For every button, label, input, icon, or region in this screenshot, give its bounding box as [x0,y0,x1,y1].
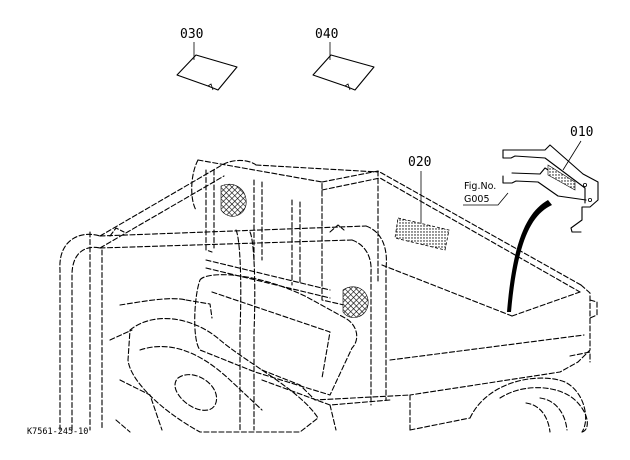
bracket-010-label-area [547,164,576,191]
bed-side-top [389,334,585,361]
cab-guard [197,159,369,318]
bed-front-inner-rim [321,177,581,293]
fig-ref-line2: G005 [464,194,490,205]
guard-left-post [205,169,213,253]
drawing-code: K7561-245-10 [27,427,88,437]
label-sheet-040 [312,54,375,91]
bracket-010-outline [502,144,599,233]
guard-mesh-panel-right [342,286,369,318]
part-040: 040 [312,27,375,91]
bed-floor-rear [511,291,581,317]
fig-ref-leader [463,192,509,206]
label-sheet-030 [176,54,238,91]
rops-rear-top-link [255,164,379,173]
bed-front-top-rim [321,170,582,286]
part-number-030: 030 [180,27,203,42]
cargo-bed [321,170,598,433]
rops-cross-tube [99,225,367,237]
body-front-corner [115,419,131,433]
part-030: 030 [176,27,238,91]
seat-area [109,274,411,433]
bed-floor-line [381,264,513,317]
rops-clamp-rear [329,224,345,233]
guard-bottom-bar-2 [205,267,331,299]
seat-cushion [127,318,319,433]
bracket-hole-icon [588,197,593,202]
rops-cross-tube-inner [99,239,353,249]
decal-020 [394,217,450,251]
rops-front-left-post [59,233,101,431]
seat-back [194,274,358,396]
body-side-lower [329,404,337,431]
bracket-010-top-arm [502,149,586,204]
rear-tire-tread [539,397,568,431]
bed-tailgate [409,284,591,396]
tailgate-latch [589,299,598,319]
body-side-rail [261,369,411,401]
part-number-040: 040 [315,27,338,42]
rops-rear-right-post [365,225,387,401]
fig-ref-line1: Fig.No. [464,181,496,192]
part-number-010: 010 [570,125,593,140]
sheet-corner-040 [344,83,351,91]
rops-center-post-inner [249,231,256,431]
dash-panel [119,298,187,306]
rops-rear-left-bend [191,159,199,211]
part-number-020: 020 [408,155,431,170]
leader-line-010 [562,140,582,171]
rear-tire-tread-2 [525,402,551,433]
rops-rear-right-post-inner [351,239,372,406]
bed-corner-bracket [569,351,591,363]
bracket-hole-icon [583,182,588,187]
seat-back-seam [211,291,331,379]
rops-left-top-tube [99,159,257,237]
bracket-010-lower-arm [502,175,587,201]
seat-cushion-seam [139,346,263,411]
part-010: 010 [502,125,599,233]
steering-hub [174,374,218,411]
sheet-corner-030 [207,83,214,91]
rear-wheel-arch [469,377,587,433]
rops-center-post [235,229,242,431]
guard-bottom-bar [205,259,331,291]
rops-front-left-post-inner [71,246,101,431]
dash-edge [109,329,133,341]
fig-reference: Fig.No. G005 [463,181,509,206]
guard-mesh-panel-left [220,184,247,217]
rops-left-top-tube-inner [99,175,225,249]
body-front-lower [119,379,163,431]
seat-bracket [185,299,213,319]
pointer-arrow [507,200,552,312]
rear-tire-outline [499,387,588,433]
rops-clamp [109,227,125,237]
bed-bottom-edge [409,417,471,431]
rops-frame [59,159,387,431]
